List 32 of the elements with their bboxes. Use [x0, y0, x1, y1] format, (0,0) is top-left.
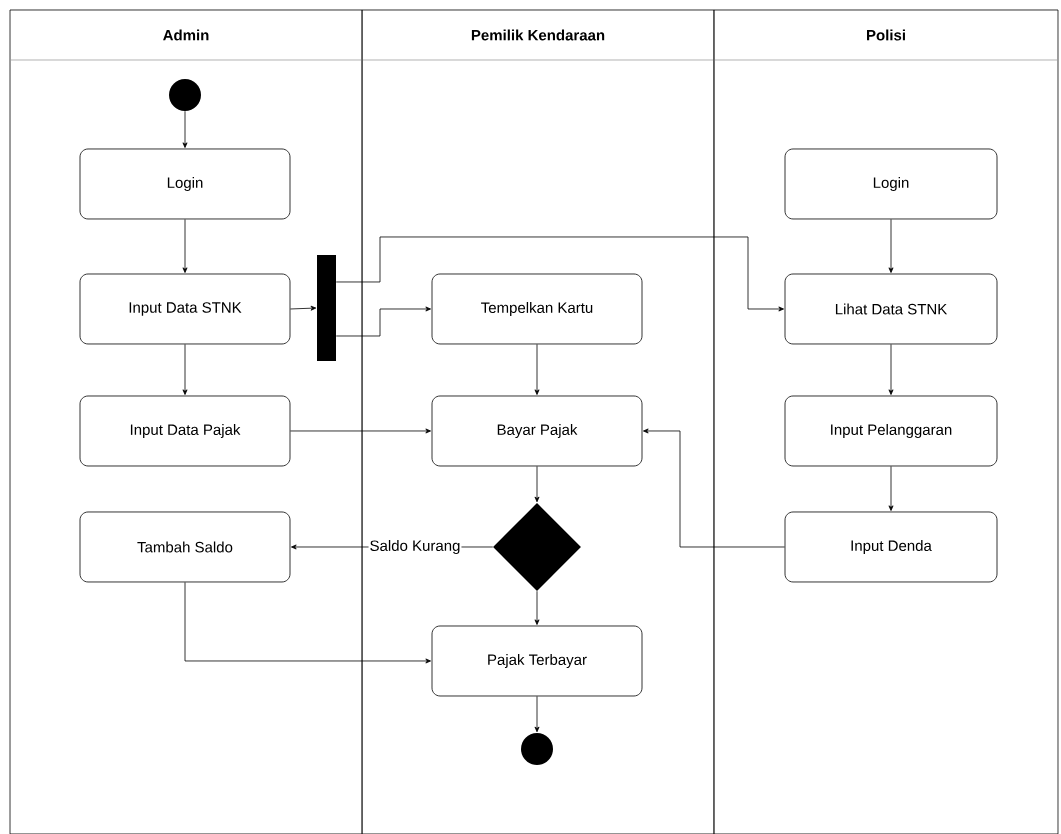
arrow [534, 344, 540, 395]
decision-diamond [493, 503, 581, 591]
edge-label: Saldo Kurang [368, 539, 462, 555]
arrow [888, 466, 894, 511]
arrow [290, 305, 317, 311]
arrow [290, 428, 431, 434]
arrow [335, 306, 431, 337]
start-end-circle [169, 79, 201, 111]
activity-box: Input Data STNK [79, 273, 291, 345]
activity-box: Pajak Terbayar [431, 625, 643, 697]
activity-box: Input Data Pajak [79, 395, 291, 467]
activity-box: Lihat Data STNK [784, 273, 998, 345]
arrow [335, 236, 784, 312]
activity-box: Login [784, 148, 998, 220]
arrow [184, 582, 431, 664]
activity-box: Login [79, 148, 291, 220]
arrow [643, 428, 785, 548]
activity-box: Tambah Saldo [79, 511, 291, 583]
activity-box: Input Denda [784, 511, 998, 583]
arrow [182, 110, 188, 148]
arrow [888, 219, 894, 273]
activity-box: Tempelkan Kartu [431, 273, 643, 345]
arrow [182, 219, 188, 273]
arrow [534, 466, 540, 503]
arrow [534, 696, 540, 733]
arrow [534, 590, 540, 625]
arrow [888, 344, 894, 395]
activity-box: Bayar Pajak [431, 395, 643, 467]
start-end-circle [521, 733, 553, 765]
arrow [182, 344, 188, 395]
fork-bar [317, 255, 336, 361]
activity-box: Input Pelanggaran [784, 395, 998, 467]
